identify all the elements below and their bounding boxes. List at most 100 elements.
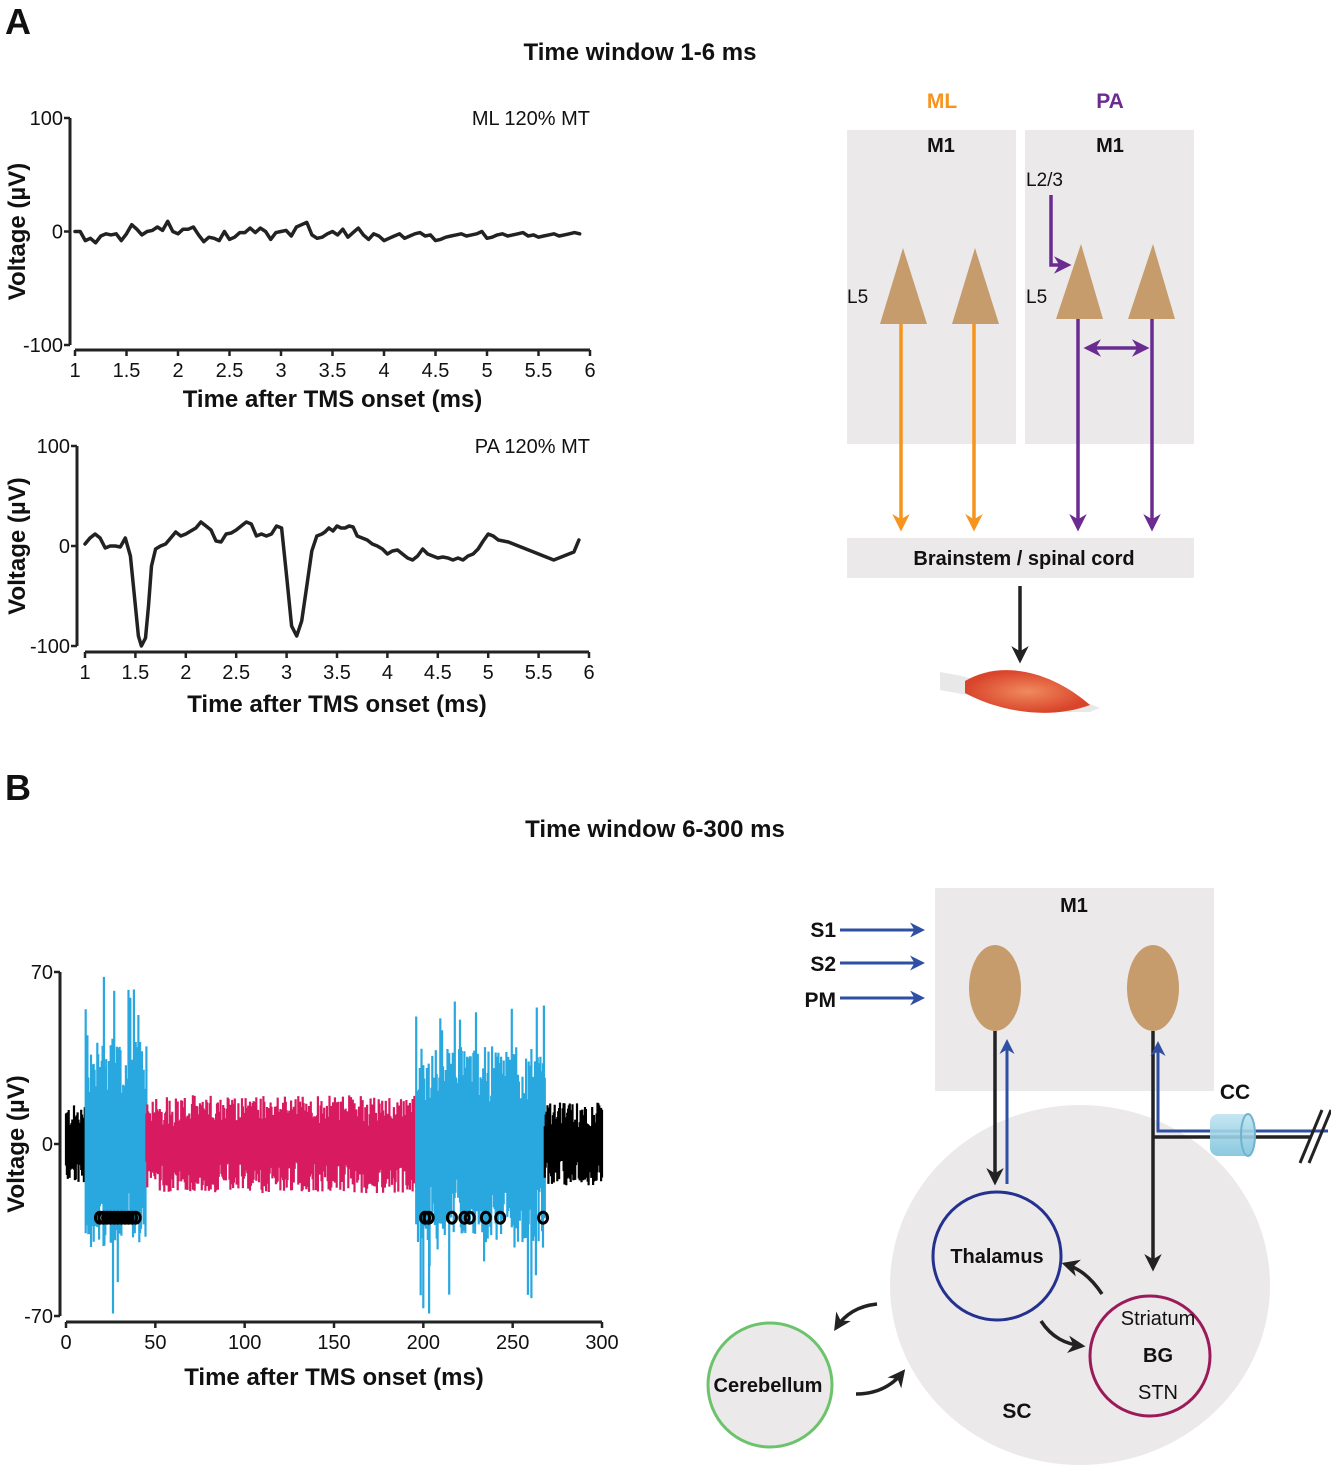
x-tick-label: 2: [180, 662, 191, 684]
muscle-icon: [940, 670, 1100, 713]
x-tick-label: 1.5: [113, 360, 141, 382]
burst-marker: [463, 1210, 476, 1225]
y-tick-label: 70: [31, 962, 53, 984]
x-tick-label: 1: [69, 360, 80, 382]
segment-burst-early: [84, 976, 148, 1314]
y-axis-label: Voltage (µV): [4, 477, 31, 614]
thalamus-to-bg-arrow: [1039, 1320, 1086, 1353]
x-tick-label: 2: [172, 360, 183, 382]
x-tick-label: 5.5: [525, 360, 553, 382]
trace-annotation: PA 120% MT: [475, 436, 590, 458]
x-axis-label: Time after TMS onset (ms): [187, 691, 487, 718]
bg-label: BG: [1143, 1345, 1173, 1367]
m1-label-ml: M1: [927, 135, 955, 157]
segment-silent-period: [145, 1095, 418, 1194]
l5-neuron-ml-2: [952, 248, 999, 324]
x-tick-label: 0: [60, 1332, 71, 1354]
cerebellum-to-sc-arrow: [855, 1369, 906, 1396]
x-tick-label: 150: [317, 1332, 350, 1354]
bg-to-thalamus-arrow: [1061, 1259, 1104, 1295]
panel-a-letter: A: [5, 1, 31, 42]
input-s1-label: S1: [810, 919, 836, 942]
y-axis-label: Voltage (µV): [3, 1075, 30, 1212]
panel-b-title: Time window 6-300 ms: [525, 816, 785, 843]
m1-box-ml: [847, 130, 1016, 444]
segment-baseline-pre: [64, 1105, 87, 1183]
burst-marker: [445, 1210, 458, 1225]
break-symbol-icon: [1298, 1109, 1331, 1164]
sc-to-cerebellum-arrow: [834, 1302, 878, 1331]
emg-trace-burst-early: [84, 976, 148, 1314]
thalamus-label: Thalamus: [950, 1246, 1043, 1268]
segment-burst-late: [415, 1001, 546, 1314]
y-tick-label: -100: [23, 335, 63, 357]
x-tick-label: 4: [382, 662, 393, 684]
x-tick-label: 3: [281, 662, 292, 684]
stn-label: STN: [1138, 1382, 1178, 1404]
burst-marker: [129, 1210, 142, 1225]
y-tick-label: 0: [42, 1134, 53, 1156]
striatum-label: Striatum: [1121, 1308, 1195, 1330]
x-axis-label: Time after TMS onset (ms): [183, 386, 483, 413]
x-tick-label: 5: [483, 662, 494, 684]
trace-line: [83, 520, 581, 648]
m1-neuron-1: [969, 945, 1021, 1031]
burst-marker: [479, 1210, 492, 1225]
x-tick-label: 4: [378, 360, 389, 382]
m1-label-b: M1: [1060, 895, 1088, 917]
y-tick-label: 100: [37, 436, 70, 458]
cc-label: CC: [1220, 1081, 1250, 1104]
trace-annotation: ML 120% MT: [472, 108, 590, 130]
y-tick-label: -70: [24, 1306, 53, 1328]
x-tick-label: 3.5: [319, 360, 347, 382]
x-tick-label: 1.5: [121, 662, 149, 684]
thalamus-node: [931, 1190, 1063, 1322]
cerebellum-label: Cerebellum: [714, 1375, 823, 1397]
x-tick-label: 50: [144, 1332, 166, 1354]
x-tick-label: 5: [481, 360, 492, 382]
x-tick-label: 4.5: [422, 360, 450, 382]
x-tick-label: 3: [275, 360, 286, 382]
y-tick-label: -100: [30, 636, 70, 658]
l23-input-arrow: [1049, 195, 1072, 274]
ml-label: ML: [927, 90, 957, 113]
x-tick-label: 6: [584, 360, 595, 382]
emg-trace-silent-period: [145, 1095, 418, 1194]
y-tick-label: 0: [59, 536, 70, 558]
burst-marker: [458, 1210, 471, 1225]
trace-line: [73, 219, 582, 245]
diagram-a: ML PA M1 M1 L2/3 L5 L5 Brainstem / spina…: [847, 90, 1194, 713]
l5-neuron-pa-1: [1056, 244, 1103, 319]
cc-to-m1-arrow: [1150, 1041, 1328, 1133]
corpus-callosum-icon: [1210, 1113, 1256, 1157]
x-tick-label: 2.5: [222, 662, 250, 684]
segment-baseline-post: [543, 1102, 604, 1186]
emg-trace-baseline-pre: [64, 1105, 87, 1183]
input-pm-label: PM: [805, 989, 837, 1012]
x-tick-label: 4.5: [424, 662, 452, 684]
panel-a-title: Time window 1-6 ms: [524, 39, 757, 66]
pa-label: PA: [1096, 90, 1124, 113]
brainstem-label: Brainstem / spinal cord: [913, 548, 1134, 570]
x-tick-label: 3.5: [323, 662, 351, 684]
marker-group: [93, 1210, 550, 1225]
panel-b-letter: B: [5, 767, 31, 808]
x-axis-label: Time after TMS onset (ms): [184, 1364, 484, 1391]
cerebellum-node: [706, 1321, 834, 1449]
x-tick-label: 6: [583, 662, 594, 684]
m1-neuron-2: [1127, 945, 1179, 1031]
cc-region: [890, 1105, 1270, 1465]
burst-marker: [422, 1210, 435, 1225]
m1-label-pa: M1: [1096, 135, 1124, 157]
x-tick-label: 5.5: [525, 662, 553, 684]
burst-marker: [494, 1210, 507, 1225]
burst-marker: [537, 1210, 550, 1225]
m1-box-pa: [1025, 130, 1194, 444]
l5-neuron-ml-1: [880, 248, 927, 324]
bg-node: [1088, 1294, 1212, 1418]
l5-neuron-pa-2: [1128, 244, 1175, 319]
